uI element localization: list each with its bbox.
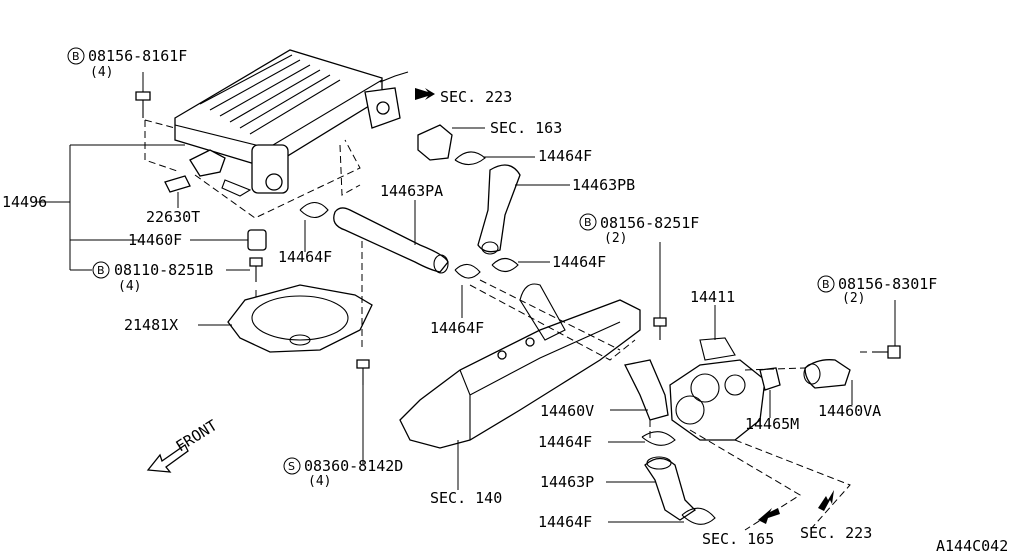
label-sec-223-bottom: SEC. 223 — [800, 524, 872, 542]
label-14460va: 14460VA — [818, 402, 881, 420]
clamp-14464f-c — [491, 257, 550, 273]
clamp-14464f-d — [454, 263, 481, 318]
label-sec-140: SEC. 140 — [430, 489, 502, 507]
bolt-08156-8251f — [653, 242, 667, 340]
label-front: FRONT — [173, 416, 221, 455]
label-08110-8251b: 08110-8251B — [114, 261, 213, 279]
pipe-14460va — [803, 359, 853, 405]
hose-14463pb — [477, 164, 570, 255]
label-08360-8142d: 08360-8142D — [304, 457, 403, 475]
throttle-piece — [417, 124, 485, 161]
intercooler — [174, 49, 409, 197]
front-arrow — [146, 444, 189, 473]
svg-text:B: B — [822, 278, 830, 291]
circle-b-4: B — [817, 275, 835, 293]
circle-b-1: B — [67, 47, 85, 65]
sensor-22630t — [164, 175, 191, 208]
label-14411: 14411 — [690, 288, 735, 306]
bolt-08110-8251b — [226, 257, 263, 282]
label-14463pb: 14463PB — [572, 176, 635, 194]
svg-text:B: B — [72, 50, 80, 63]
mount-14460f — [190, 229, 267, 251]
label-14465m: 14465M — [745, 415, 799, 433]
circle-b-2: B — [579, 213, 597, 231]
label-14464f-e: 14464F — [538, 433, 592, 451]
label-14464f-b: 14464F — [278, 248, 332, 266]
label-14496: 14496 — [2, 193, 47, 211]
label-14460v: 14460V — [540, 402, 594, 420]
label-08156-8301f: 08156-8301F — [838, 275, 937, 293]
air-guide-21481x — [198, 284, 373, 353]
pipe-14460v — [610, 359, 669, 421]
sec-223-bottom-arrow — [818, 490, 834, 511]
label-14464f-a: 14464F — [538, 147, 592, 165]
label-14460f: 14460F — [128, 231, 182, 249]
clamp-14464f-a — [454, 151, 535, 166]
bolt-08360-8142d — [356, 359, 370, 465]
label-22630t: 22630T — [146, 208, 200, 226]
label-14463p: 14463P — [540, 473, 594, 491]
circle-s-1: S — [283, 457, 301, 475]
label-qty-2-a: (2) — [604, 231, 627, 246]
label-qty-4-a: (4) — [90, 65, 113, 80]
label-21481x: 21481X — [124, 316, 178, 334]
clamp-14464f-e — [608, 431, 676, 446]
label-qty-2-b: (2) — [842, 291, 865, 306]
bolt-08156-8301f — [872, 300, 901, 359]
label-14464f-f: 14464F — [538, 513, 592, 531]
label-08156-8161f: 08156-8161F — [88, 47, 187, 65]
label-sec-163: SEC. 163 — [490, 119, 562, 137]
exhaust-manifold — [399, 283, 641, 490]
label-08156-8251f: 08156-8251F — [600, 214, 699, 232]
label-figure-code: A144C042 — [936, 537, 1008, 555]
label-14464f-d: 14464F — [430, 319, 484, 337]
label-qty-4-b: (4) — [118, 279, 141, 294]
svg-text:S: S — [288, 460, 295, 473]
clamp-14464f-f — [608, 507, 716, 525]
sec-223-top-arrow — [415, 88, 435, 100]
svg-text:B: B — [584, 216, 592, 229]
hose-14463p — [606, 456, 697, 521]
sec-165-arrow — [758, 508, 780, 524]
bolt-08156-8161f — [135, 72, 151, 118]
label-14464f-c: 14464F — [552, 253, 606, 271]
label-qty-4-c: (4) — [308, 474, 331, 489]
hose-14463pa — [333, 200, 449, 274]
label-sec-165: SEC. 165 — [702, 530, 774, 548]
turbocharger-14411 — [669, 305, 766, 441]
circle-b-3: B — [92, 261, 110, 279]
clamp-14464f-b — [299, 201, 329, 252]
label-sec-223-top: SEC. 223 — [440, 88, 512, 106]
svg-text:B: B — [97, 264, 105, 277]
label-14463pa: 14463PA — [380, 182, 443, 200]
